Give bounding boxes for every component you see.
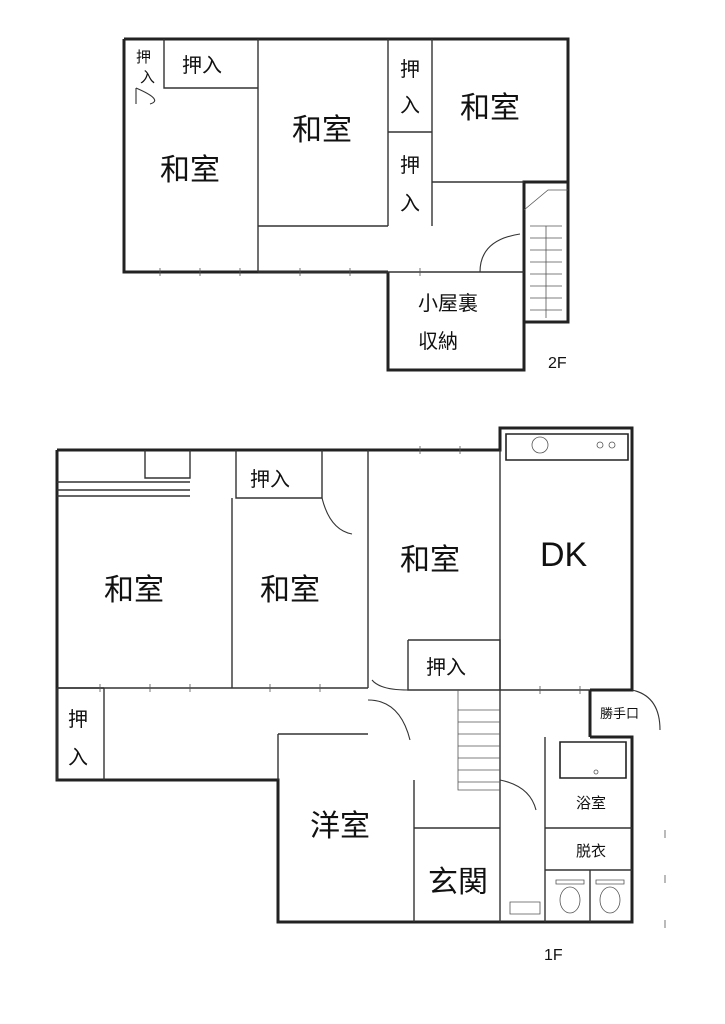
room-label: 和室: [292, 113, 352, 148]
room-label: 押入: [426, 655, 466, 679]
floor-label: 1F: [544, 947, 563, 964]
room-label: 押入: [250, 467, 290, 491]
room-label: 収納: [418, 329, 458, 353]
room-label: 和室: [400, 543, 460, 578]
room-label: 入: [140, 68, 155, 86]
room-label: 洋室: [310, 809, 370, 844]
room-label: 脱衣: [576, 842, 606, 860]
floor-2-plan: [122, 37, 570, 372]
room-label: 和室: [460, 91, 520, 126]
room-label: 押入: [182, 53, 222, 77]
room-label: 押: [400, 57, 420, 81]
floor-1-plan: [55, 426, 666, 928]
room-label: 和室: [104, 573, 164, 608]
room-label: 入: [68, 745, 88, 769]
room-label: 浴室: [576, 794, 606, 812]
room-label: 和室: [260, 573, 320, 608]
room-label: 入: [400, 93, 420, 117]
room-label: 入: [400, 191, 420, 215]
floor-label: 2F: [548, 355, 567, 372]
room-label: 小屋裏: [418, 291, 478, 315]
room-label: 和室: [160, 153, 220, 188]
room-label: 勝手口: [600, 707, 639, 722]
room-label: 押: [68, 707, 88, 731]
room-label: 玄関: [428, 865, 488, 900]
room-label: 押: [400, 153, 420, 177]
room-label: DK: [540, 536, 588, 574]
room-label: 押: [136, 48, 151, 66]
